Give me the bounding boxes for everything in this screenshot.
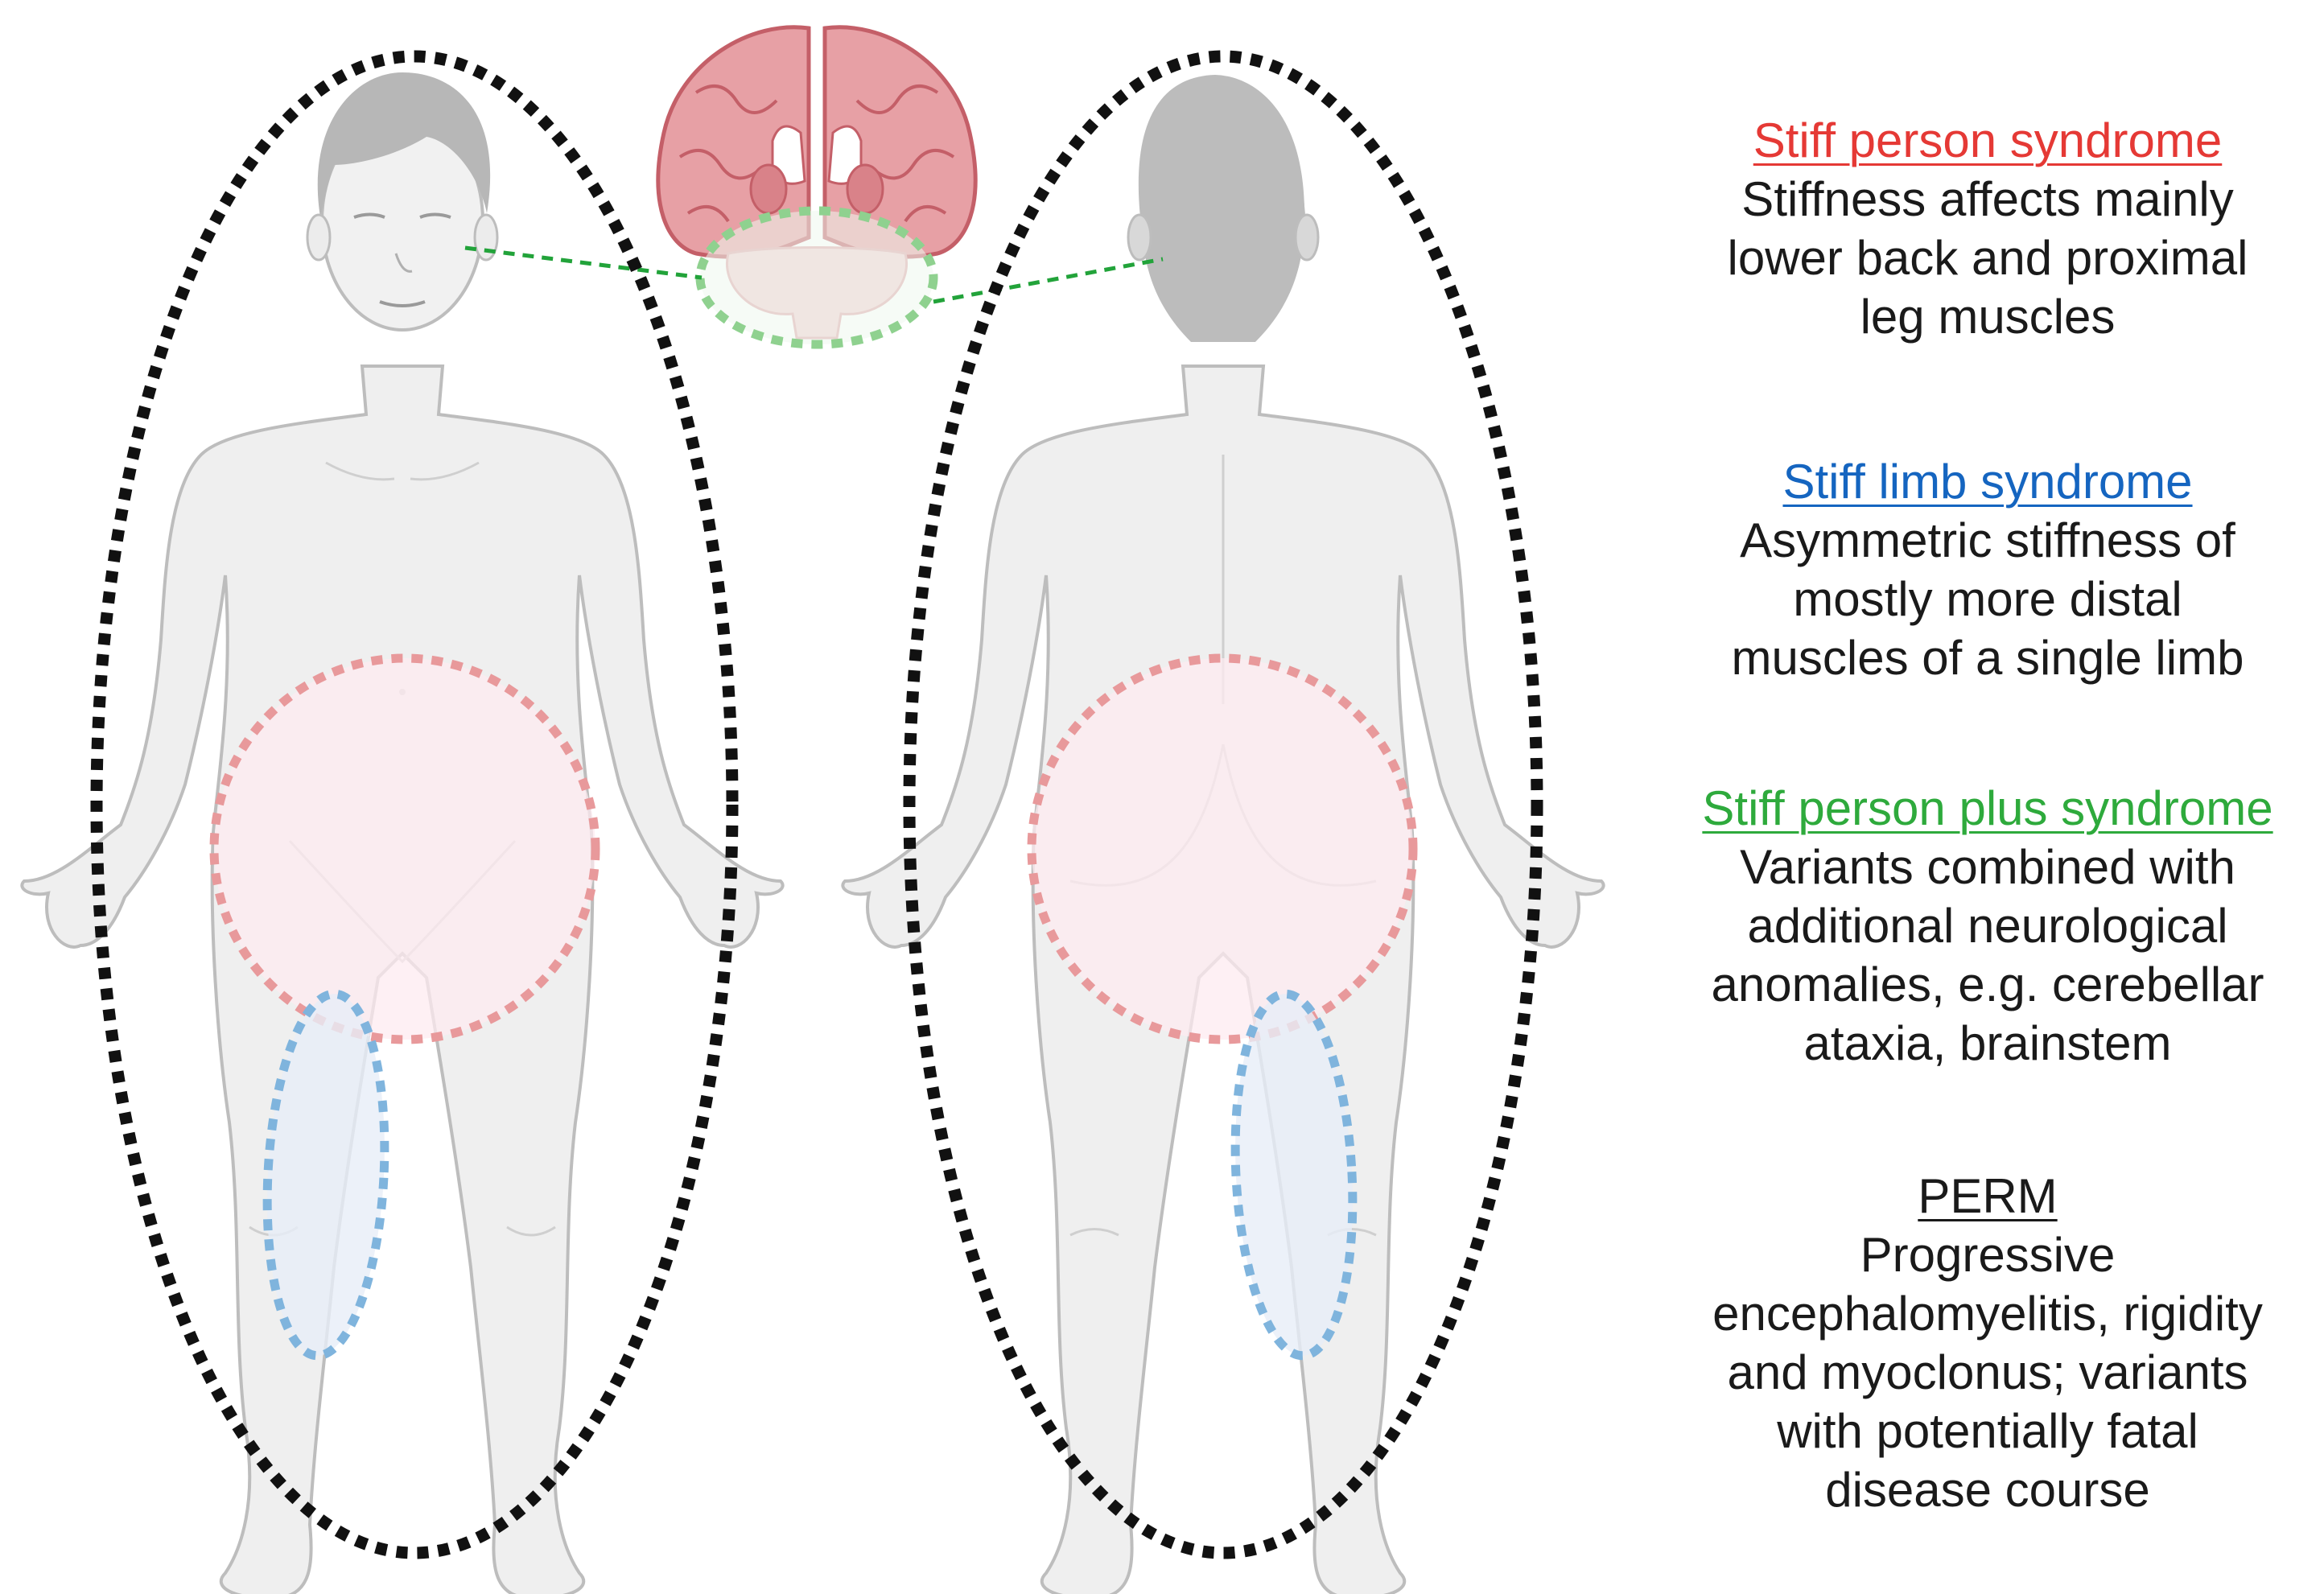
legend-sls-title: Stiff limb syndrome — [1782, 455, 2193, 509]
spsplus-region-brainstem — [695, 206, 938, 349]
legend-perm-desc-1: Progressive — [1860, 1228, 2116, 1282]
legend-perm-desc-2: encephalomyelitis, rigidity — [1712, 1287, 2263, 1341]
legend-sps-title: Stiff person syndrome — [1753, 113, 2223, 167]
legend-spsplus-desc-2: additional neurological — [1747, 899, 2228, 953]
legend-sps-desc-1: Stiffness affects mainly — [1741, 172, 2234, 226]
legend-sls-desc-3: muscles of a single limb — [1731, 631, 2244, 685]
human-body-front-icon — [20, 72, 785, 1594]
sls-region-back — [1230, 989, 1358, 1361]
legend-sps: Stiff person syndrome Stiffness affects … — [1674, 111, 2301, 346]
legend-sls-desc-2: mostly more distal — [1793, 572, 2182, 626]
connector-line-back — [933, 257, 1164, 304]
legend-perm: PERM Progressive encephalomyelitis, rigi… — [1674, 1167, 2301, 1519]
legend-spsplus-title: Stiff person plus syndrome — [1702, 781, 2273, 835]
legend-sps-desc-3: leg muscles — [1860, 290, 2116, 344]
legend-sls: Stiff limb syndrome Asymmetric stiffness… — [1674, 452, 2301, 687]
human-body-back-icon — [841, 75, 1605, 1594]
back-body-figure — [841, 75, 1605, 1594]
sps-region-back — [1027, 653, 1418, 1044]
perm-region-front — [90, 50, 739, 1559]
sls-region-front — [262, 989, 389, 1361]
perm-region-back — [903, 50, 1543, 1559]
front-body-figure — [20, 72, 785, 1594]
connector-line-front — [464, 245, 703, 280]
legend-perm-desc-3: and myoclonus; variants — [1727, 1345, 2248, 1399]
legend-spsplus-desc-4: ataxia, brainstem — [1803, 1016, 2172, 1070]
legend-spsplus: Stiff person plus syndrome Variants comb… — [1674, 779, 2301, 1073]
legend-sls-desc-1: Asymmetric stiffness of — [1740, 513, 2235, 567]
legend-spsplus-desc-1: Variants combined with — [1740, 840, 2235, 894]
sps-region-front — [209, 653, 600, 1044]
legend-spsplus-desc-3: anomalies, e.g. cerebellar — [1711, 958, 2264, 1011]
legend-sps-desc-2: lower back and proximal — [1727, 231, 2248, 285]
legend-perm-desc-5: disease course — [1825, 1463, 2150, 1517]
legend-perm-title: PERM — [1918, 1169, 2058, 1223]
legend-perm-desc-4: with potentially fatal — [1777, 1404, 2198, 1458]
